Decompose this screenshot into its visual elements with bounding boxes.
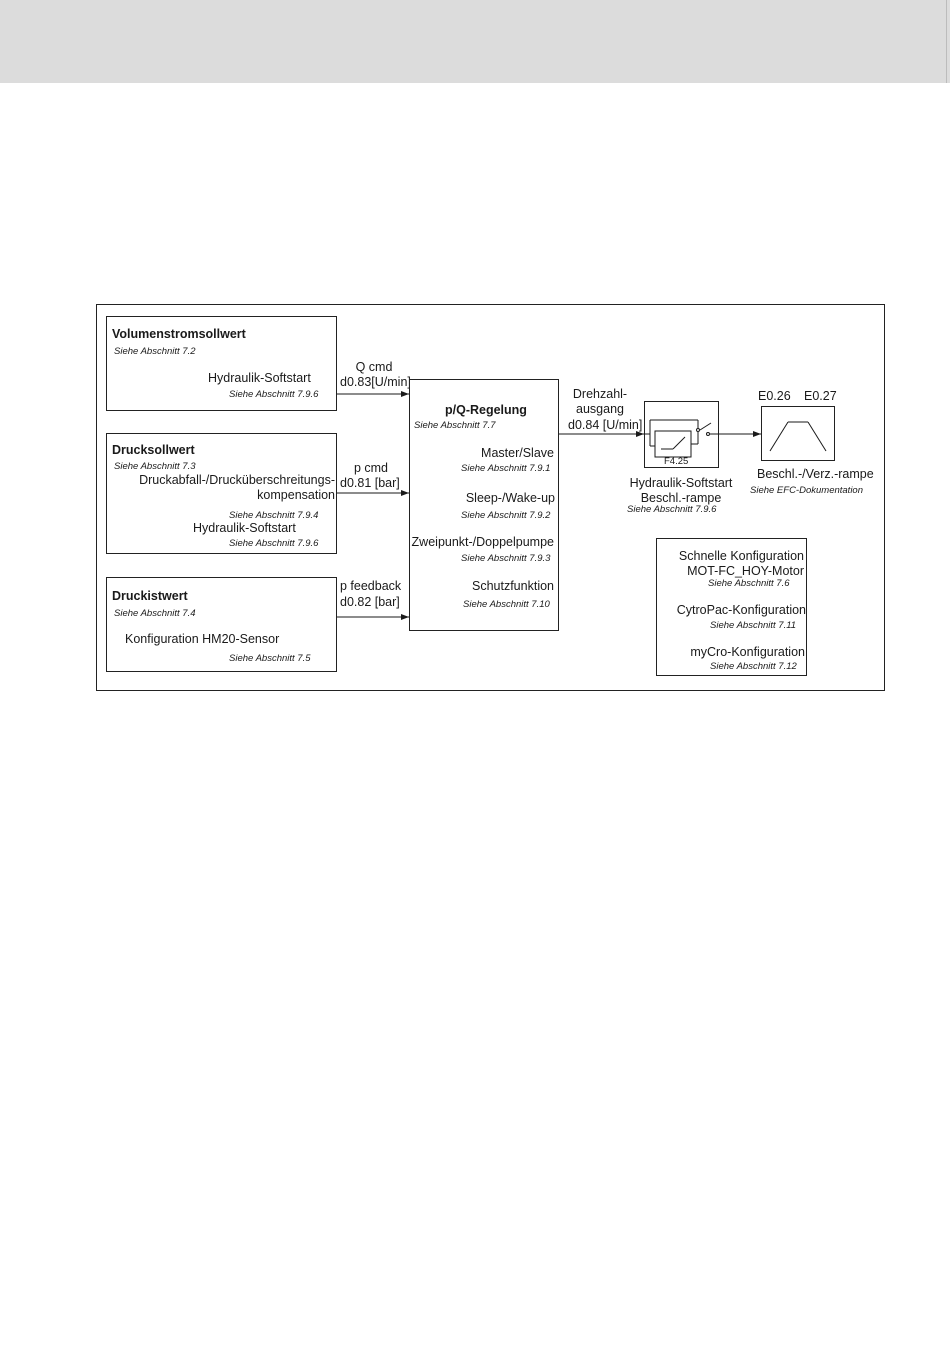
rampe-ref: Siehe EFC-Dokumentation: [750, 485, 863, 496]
diagram-frame: [96, 304, 885, 691]
regelung-item-label: Master/Slave: [481, 446, 554, 460]
trapezoid-ramp-icon: [769, 421, 827, 452]
konfig-item3: myCro-Konfiguration: [690, 645, 805, 659]
druck-kompensation-line1: Druckabfall-/Drucküberschreitungs-: [139, 473, 335, 487]
konfig-item1-line2: MOT-FC_HOY-Motor: [687, 564, 804, 578]
block-konfiguration: [656, 538, 807, 676]
druck-kompensation-ref: Siehe Abschnitt 7.9.4: [229, 510, 319, 521]
signal-q-param: d0.83[U/min]: [340, 375, 411, 389]
scrollbar-line: [946, 0, 947, 83]
druckist-sensor: Konfiguration HM20-Sensor: [125, 632, 280, 646]
konfig-item2-ref: Siehe Abschnitt 7.11: [710, 620, 797, 631]
volumenstrom-ref: Siehe Abschnitt 7.2: [114, 346, 196, 357]
regelung-item-ref: Siehe Abschnitt 7.10: [463, 599, 550, 610]
regelung-item-label: Sleep-/Wake-up: [465, 491, 555, 505]
switch-symbol: [644, 419, 719, 447]
signal-q-name: Q cmd: [355, 360, 393, 374]
rampe-param-e027: E0.27: [804, 389, 837, 403]
druck-ref: Siehe Abschnitt 7.3: [114, 461, 196, 472]
softstart-label-line1: Hydraulik-Softstart: [629, 476, 733, 490]
signal-out-param: d0.84 [U/min]: [568, 418, 643, 432]
konfig-item2: CytroPac-Konfiguration: [676, 603, 806, 617]
signal-out-line2: ausgang: [576, 402, 624, 416]
regelung-item-label: Zweipunkt-/Doppelpumpe: [411, 535, 554, 549]
druck-softstart: Hydraulik-Softstart: [193, 521, 296, 535]
druckist-ref: Siehe Abschnitt 7.4: [114, 608, 196, 619]
konfig-item1-line1: Schnelle Konfiguration: [678, 549, 804, 563]
volumenstrom-title: Volumenstromsollwert: [112, 327, 246, 341]
volumenstrom-softstart-ref: Siehe Abschnitt 7.9.6: [229, 389, 319, 400]
block-druckistwert: [106, 577, 337, 672]
signal-out-line1: Drehzahl-: [572, 387, 628, 401]
softstart-ref: Siehe Abschnitt 7.9.6: [627, 504, 717, 515]
regelung-item-ref: Siehe Abschnitt 7.9.2: [461, 510, 551, 521]
softstart-label-line2: Beschl.-rampe: [640, 491, 722, 505]
signal-feedback-name: p feedback: [340, 579, 402, 593]
druck-softstart-ref: Siehe Abschnitt 7.9.6: [229, 538, 319, 549]
konfig-item1-ref: Siehe Abschnitt 7.6: [708, 578, 790, 589]
softstart-param: F4.25: [664, 456, 689, 467]
druck-title: Drucksollwert: [112, 443, 195, 457]
block-volumenstromsollwert: [106, 316, 337, 411]
signal-p-name: p cmd: [353, 461, 389, 475]
konfig-item3-ref: Siehe Abschnitt 7.12: [710, 661, 797, 672]
rampe-param-e026: E0.26: [758, 389, 791, 403]
volumenstrom-softstart: Hydraulik-Softstart: [208, 371, 311, 385]
block-rampe: [761, 406, 835, 461]
regelung-item-ref: Siehe Abschnitt 7.9.3: [461, 553, 551, 564]
block-pq-regelung: [409, 379, 559, 631]
rampe-label: Beschl.-/Verz.-rampe: [757, 467, 874, 481]
druck-kompensation-line2: kompensation: [257, 488, 335, 502]
regelung-item-label: Schutzfunktion: [472, 579, 554, 593]
signal-feedback-param: d0.82 [bar]: [340, 595, 400, 609]
regelung-ref: Siehe Abschnitt 7.7: [414, 420, 496, 431]
signal-p-param: d0.81 [bar]: [340, 476, 400, 490]
block-drucksollwert: [106, 433, 337, 554]
ramp-filter-icon: [654, 430, 699, 458]
header-bar: [0, 0, 950, 83]
regelung-title: p/Q-Regelung: [445, 403, 527, 417]
regelung-item-ref: Siehe Abschnitt 7.9.1: [461, 463, 551, 474]
druckist-title: Druckistwert: [112, 589, 188, 603]
druckist-sensor-ref: Siehe Abschnitt 7.5: [229, 653, 311, 664]
